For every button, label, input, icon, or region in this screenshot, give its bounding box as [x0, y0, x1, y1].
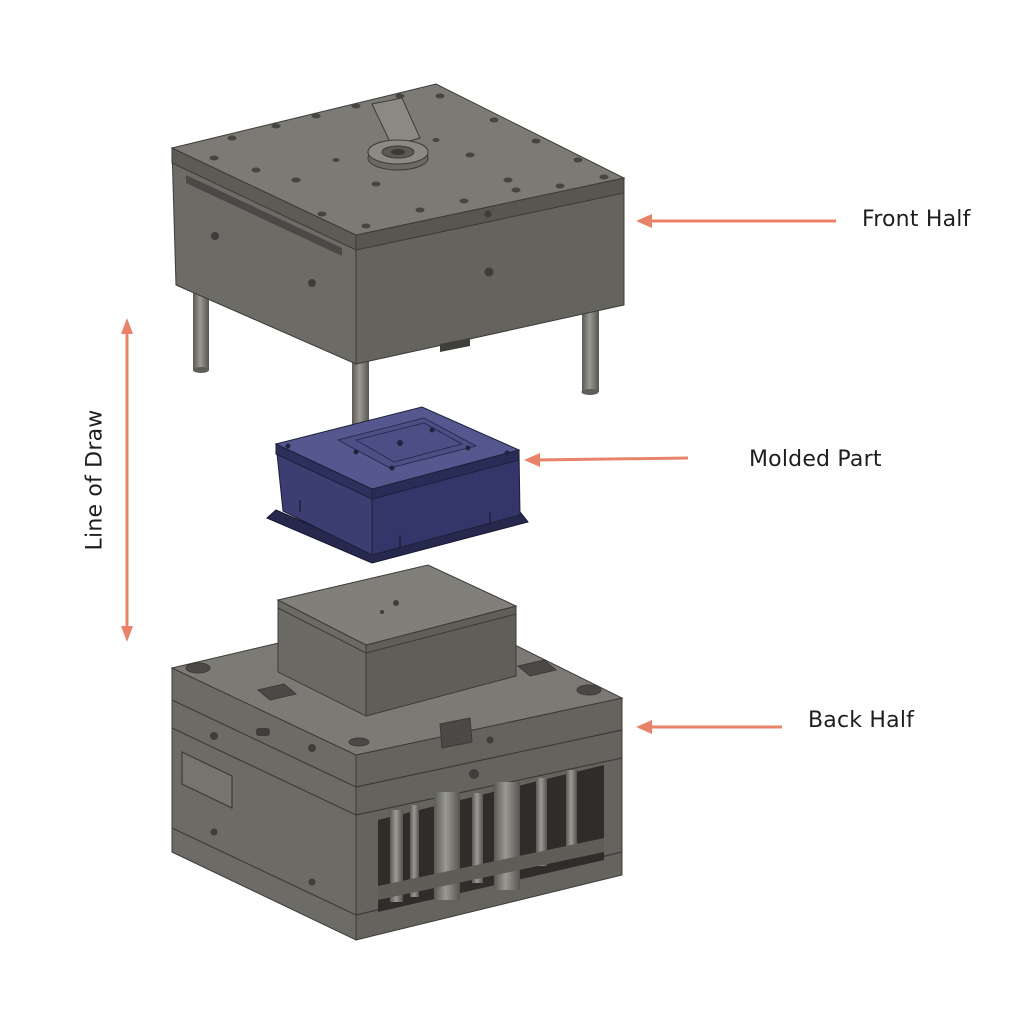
- ejector-pin-housing: [378, 765, 604, 912]
- back-half-label: Back Half: [808, 708, 915, 733]
- molded-part: [266, 406, 529, 564]
- line-of-draw-label: Line of Draw: [82, 409, 108, 551]
- line-of-draw-arrow: [121, 318, 133, 642]
- sprue-bushing: [367, 97, 429, 171]
- back-half-mold: [170, 564, 624, 941]
- back-half-arrow: [636, 720, 782, 734]
- molded-part-label: Molded Part: [749, 447, 882, 472]
- core-insert: [276, 564, 518, 717]
- molded-part-arrow: [524, 453, 689, 467]
- front-half-arrow: [636, 214, 836, 228]
- front-half-mold: [170, 83, 626, 455]
- front-half-label: Front Half: [862, 207, 971, 232]
- front-half-bolt-holes: [209, 93, 609, 229]
